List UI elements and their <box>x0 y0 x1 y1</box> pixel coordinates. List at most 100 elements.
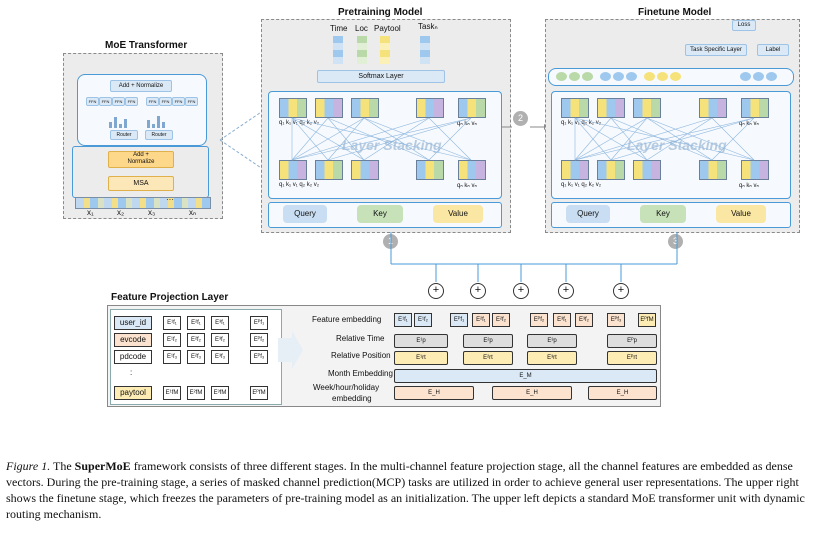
ffn-expert: FFN <box>172 97 185 106</box>
loss-box: Loss <box>732 20 756 31</box>
task-output-time <box>333 36 343 64</box>
fe-cell: E¹f₁ <box>394 313 412 327</box>
emb-cell: E²f₃ <box>187 350 205 364</box>
pt-bottom-tile <box>458 160 486 180</box>
moe-input-strip <box>75 197 211 209</box>
emb-cell: EᴾfM <box>250 386 268 400</box>
fe-cell: E³f₁ <box>553 313 571 327</box>
fe-cell: E³f₂ <box>575 313 593 327</box>
emb-cell: E¹fM <box>163 386 181 400</box>
task-output-paytool <box>380 36 390 64</box>
label-embedding: embedding <box>332 394 372 403</box>
pt-attention-lines <box>291 117 472 161</box>
pt-qkv-top-n: qₙ kₙ vₙ <box>457 121 477 127</box>
label-box: Label <box>757 44 789 56</box>
pt-qkv-bottom: q₁ k₁ v₁ q₂ k₂ v₂ <box>279 182 320 188</box>
ft-bottom-tile <box>741 160 769 180</box>
pretrain-title: Pretraining Model <box>338 7 423 18</box>
ft-qkv-bottom: q₁ k₁ v₁ q₂ k₂ v₂ <box>561 182 602 188</box>
pt-top-tile <box>458 98 486 118</box>
add-norm-line1: Add + <box>133 152 149 158</box>
sum-node: + <box>558 283 574 299</box>
ft-layer-stacking: Layer Stacking <box>627 137 727 153</box>
emb-cell: E³fM <box>211 386 229 400</box>
pt-bottom-tile <box>279 160 307 180</box>
ft-output-node <box>740 72 751 81</box>
rt-bar: E³p <box>527 334 577 348</box>
sum-node: + <box>513 283 529 299</box>
ft-qkv-top-n: qₙ kₙ vₙ <box>739 121 759 127</box>
moe-msa: MSA <box>108 176 174 191</box>
task-specific-layer: Task Specific Layer <box>685 44 747 56</box>
emb-cell: Eᴾf₃ <box>250 350 268 364</box>
pt-value: Value <box>433 205 483 223</box>
ft-attention-lines <box>574 117 755 161</box>
ft-top-tile <box>597 98 625 118</box>
caption-name: SuperMoE <box>74 459 131 473</box>
feature-evcode: evcode <box>114 333 152 347</box>
ft-output-node <box>766 72 777 81</box>
projection-arrow-icon <box>278 331 303 369</box>
moe-x2: x₂ <box>117 208 125 217</box>
sum-node: + <box>470 283 486 299</box>
add-norm-line2: Normalize <box>127 159 155 165</box>
ft-output-node <box>670 72 681 81</box>
rp-bar: Eᴾrt <box>607 351 657 365</box>
rp-bar: E¹rt <box>394 351 448 365</box>
finetune-title: Finetune Model <box>638 7 712 18</box>
ft-bottom-tile <box>699 160 727 180</box>
router-gate-bars-1 <box>107 114 137 128</box>
task-output-loc <box>357 36 367 64</box>
wh-bar: E_H <box>588 386 657 400</box>
fpl-title: Feature Projection Layer <box>111 292 229 303</box>
ffn-expert: FFN <box>146 97 159 106</box>
pt-bottom-tile <box>351 160 379 180</box>
emb-cell: E²f₁ <box>187 316 205 330</box>
wh-bar: E_H <box>492 386 572 400</box>
moe-router-1: Router <box>110 130 138 140</box>
pt-top-tile <box>315 98 343 118</box>
ft-output-node <box>600 72 611 81</box>
moe-ffn-row: FFN FFN FFN FFN FFN FFN FFN FFN <box>86 97 198 106</box>
ft-bottom-tile <box>633 160 661 180</box>
ft-top-tile <box>561 98 589 118</box>
label-relative-time: Relative Time <box>336 334 385 343</box>
label-relative-position: Relative Position <box>331 351 391 360</box>
moe-x1: x₁ <box>87 208 94 217</box>
rp-bar: E³rt <box>527 351 577 365</box>
router-gate-bars-2 <box>145 114 175 128</box>
ft-top-tile <box>633 98 661 118</box>
fe-cell: Eᴾf₁ <box>450 313 468 327</box>
ft-value: Value <box>716 205 766 223</box>
pt-bottom-tile <box>416 160 444 180</box>
ffn-expert: FFN <box>86 97 99 106</box>
task-loc: Loc <box>355 24 368 33</box>
ft-output-node <box>626 72 637 81</box>
emb-cell: E³f₁ <box>211 316 229 330</box>
ft-output-node <box>556 72 567 81</box>
fe-cell: Eᴾf₂ <box>530 313 548 327</box>
month-bar: E_M <box>394 369 657 383</box>
ft-qkv-top: q₁ k₁ v₁ q₂ k₂ v₂ <box>561 120 602 126</box>
ffn-expert: FFN <box>112 97 125 106</box>
ffn-expert: FFN <box>99 97 112 106</box>
fe-cell: EᴾfM <box>638 313 656 327</box>
emb-cell: Eᴾf₁ <box>250 316 268 330</box>
pt-top-tile <box>416 98 444 118</box>
step-3-badge: 3 <box>668 234 683 249</box>
fe-cell: E¹f₂ <box>414 313 432 327</box>
pt-layer-stacking: Layer Stacking <box>342 137 442 153</box>
ft-key: Key <box>640 205 686 223</box>
feature-ellipsis: : <box>130 368 133 377</box>
emb-cell: E¹f₂ <box>163 333 181 347</box>
pt-qkv-top: q₁ k₁ v₁ q₂ k₂ v₂ <box>279 120 320 126</box>
caption-fig: Figure 1. <box>6 459 51 473</box>
sum-node: + <box>428 283 444 299</box>
pt-query: Query <box>283 205 327 223</box>
fe-cell: E²f₂ <box>492 313 510 327</box>
emb-cell: E¹f₃ <box>163 350 181 364</box>
step-2-badge: 2 <box>513 111 528 126</box>
fe-cell: Eᴾf₃ <box>607 313 625 327</box>
feature-paytool: paytool <box>114 386 152 400</box>
ft-output-node <box>657 72 668 81</box>
